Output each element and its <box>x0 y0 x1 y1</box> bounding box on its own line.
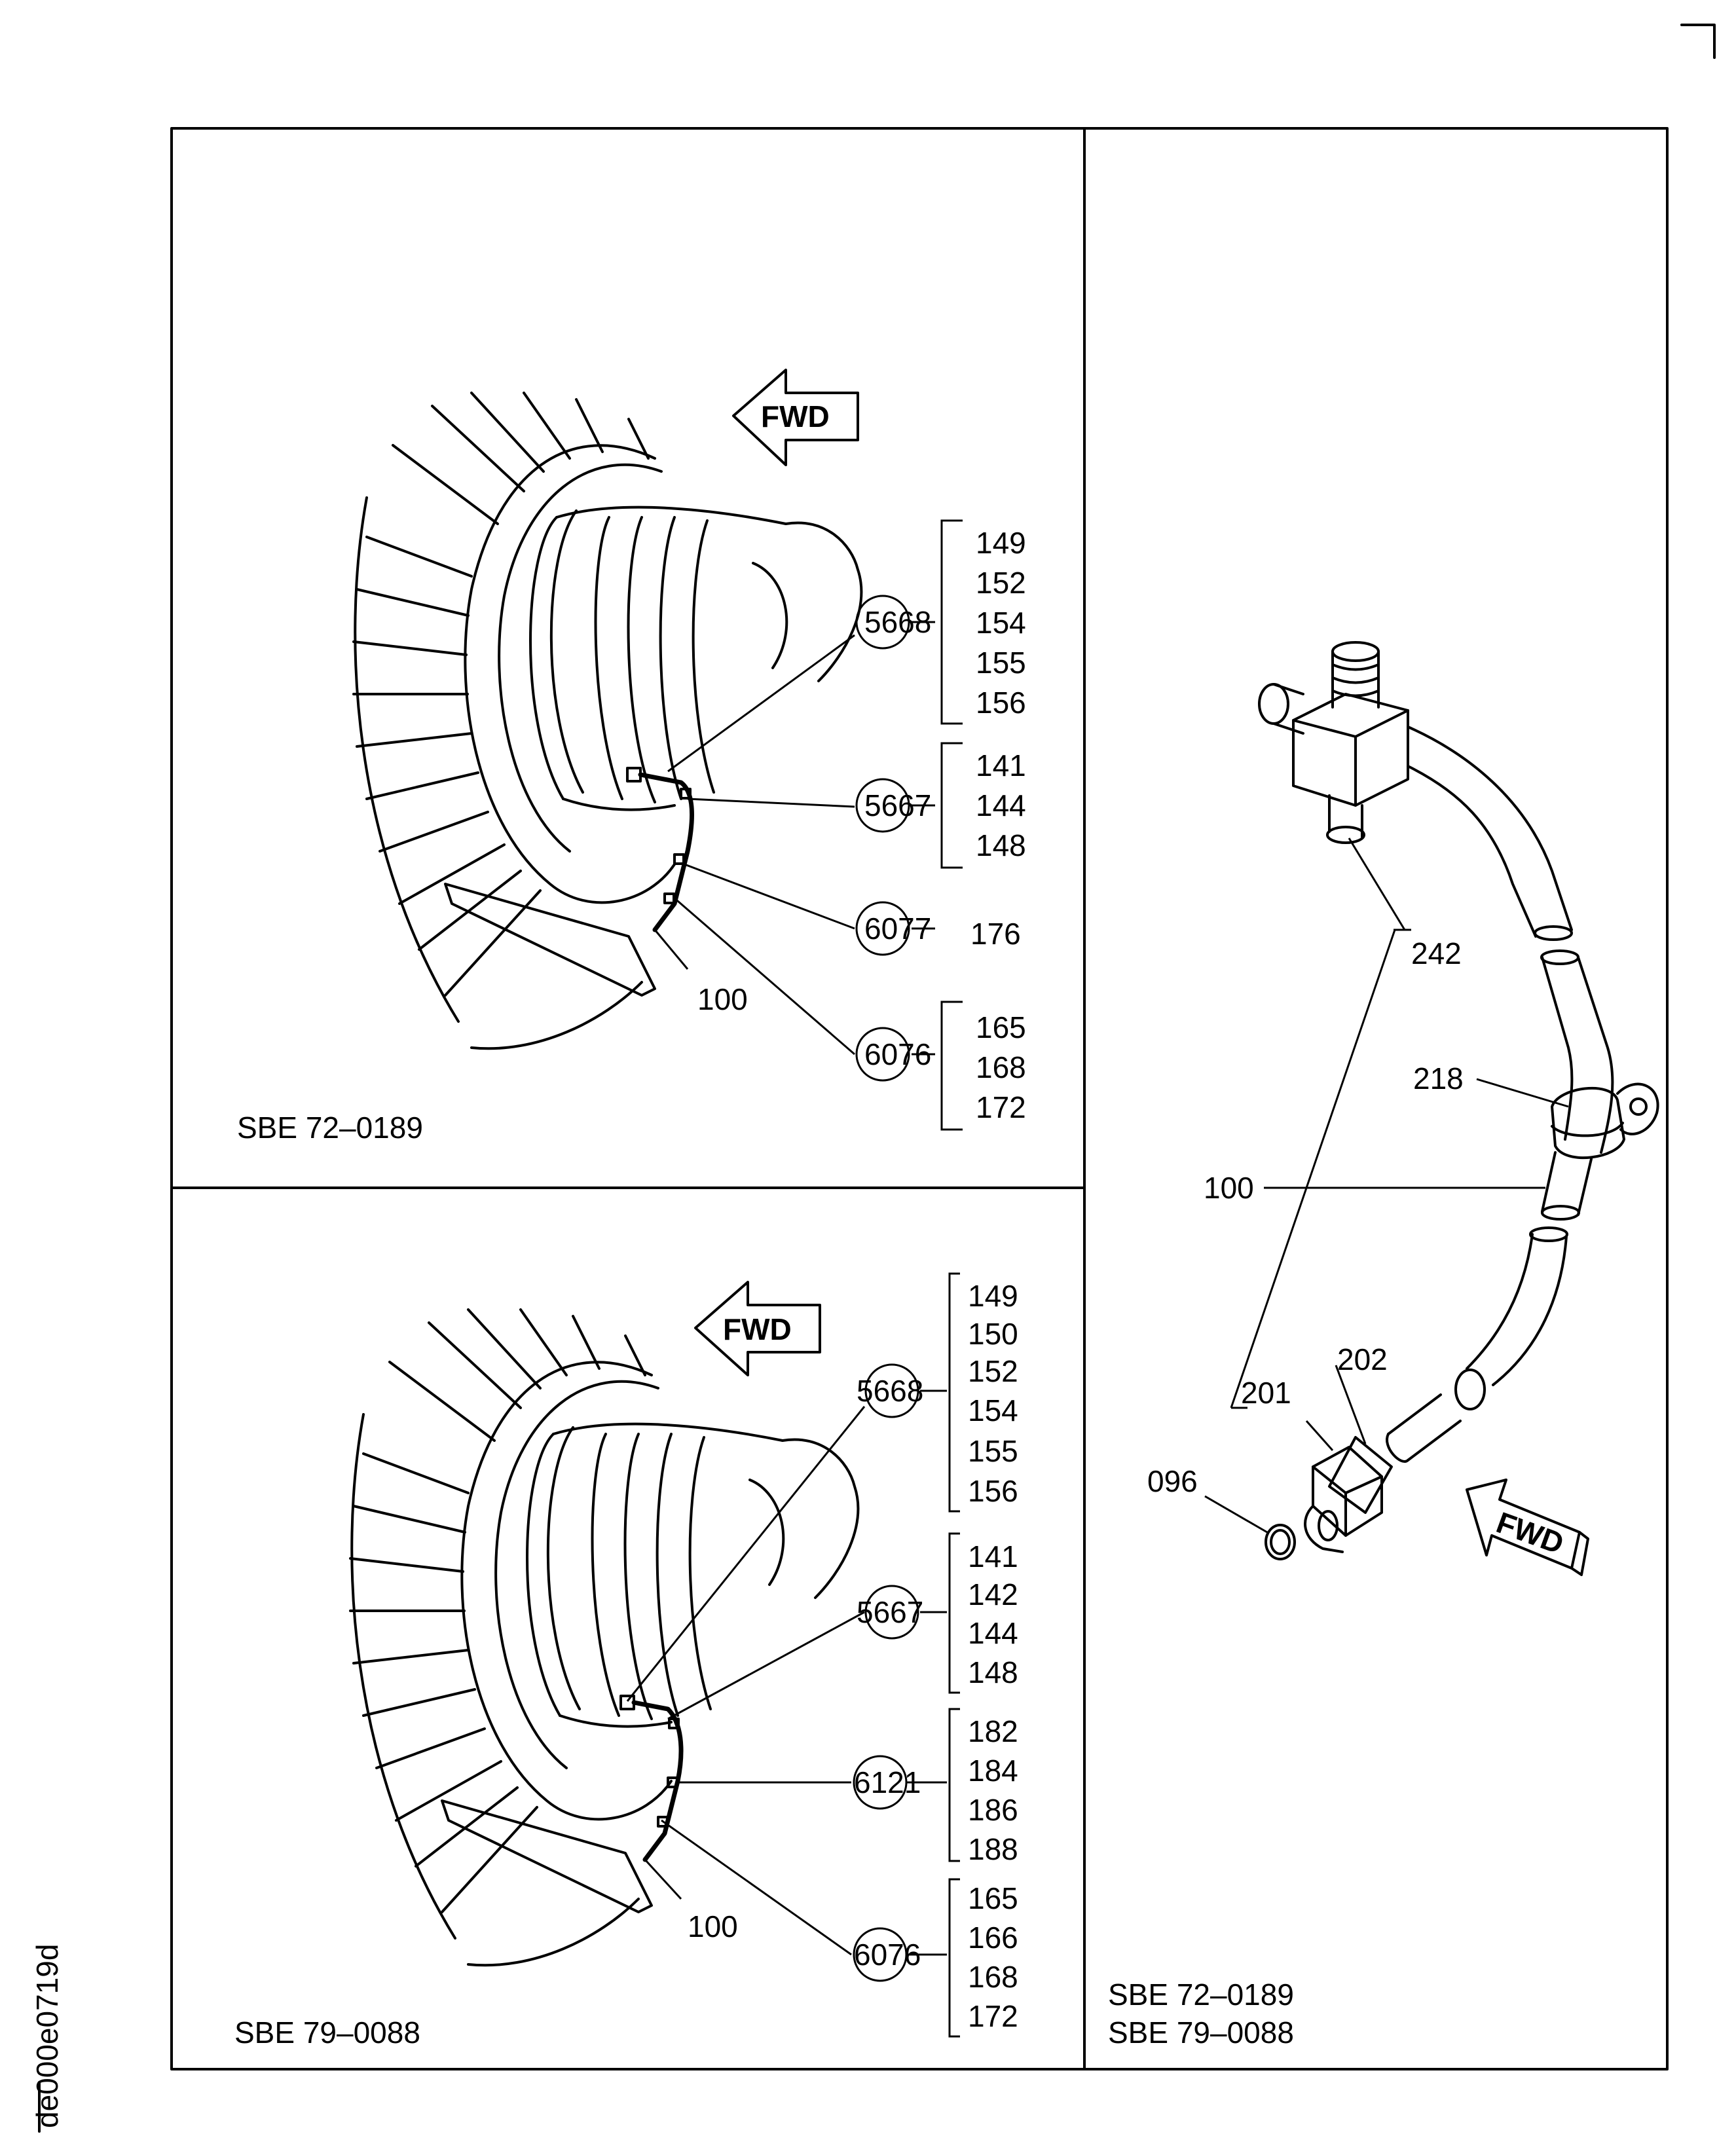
figure-id: de000e0719d <box>30 1944 64 2128</box>
svg-text:148: 148 <box>968 1655 1018 1689</box>
callout-5668-top: 5668 <box>855 595 931 650</box>
engine-drawing-bottom <box>349 1308 860 1967</box>
svg-text:186: 186 <box>968 1793 1018 1827</box>
svg-text:168: 168 <box>968 1960 1018 1994</box>
engine-drawing-top <box>352 392 863 1050</box>
fwd-arrow-bottom: FWD <box>694 1281 821 1376</box>
svg-text:188: 188 <box>968 1832 1018 1866</box>
callout-6077-top: 6077 <box>855 901 931 956</box>
svg-text:5667: 5667 <box>864 788 931 822</box>
parts-5667-bottom: 141 142 144 148 <box>968 1539 1018 1689</box>
item-100-bottom: 100 <box>688 1909 738 1943</box>
svg-text:172: 172 <box>968 1999 1018 2033</box>
svg-text:6076: 6076 <box>854 1938 921 1972</box>
svg-text:152: 152 <box>976 566 1026 600</box>
svg-text:172: 172 <box>976 1090 1026 1124</box>
callout-6076-bottom: 6076 <box>853 1927 921 1982</box>
svg-text:6076: 6076 <box>864 1037 931 1071</box>
panel-top-left: FWD 5668 5667 6077 <box>237 369 1026 1145</box>
leaders-bottom <box>626 1272 960 2038</box>
svg-text:166: 166 <box>968 1921 1018 1955</box>
svg-text:168: 168 <box>976 1050 1026 1084</box>
callout-6121-bottom: 6121 <box>853 1755 921 1810</box>
parts-6076-top: 165 168 172 <box>976 1010 1026 1124</box>
figure-frame <box>38 24 1716 2133</box>
svg-text:152: 152 <box>968 1354 1018 1388</box>
svg-text:149: 149 <box>968 1279 1018 1313</box>
fan-blades-bottom <box>349 1308 646 1913</box>
svg-text:5668: 5668 <box>857 1374 923 1408</box>
svg-text:6121: 6121 <box>854 1765 921 1799</box>
svg-text:154: 154 <box>976 606 1026 640</box>
svg-text:149: 149 <box>976 526 1026 560</box>
label-242: 242 <box>1411 936 1462 970</box>
svg-text:150: 150 <box>968 1317 1018 1351</box>
svg-text:155: 155 <box>976 646 1026 680</box>
svg-text:FWD: FWD <box>723 1312 792 1346</box>
svg-text:148: 148 <box>976 828 1026 862</box>
panel-right: FWD 242 218 100 202 201 096 SBE 72–0189 … <box>1108 641 1659 2050</box>
fan-blades-top <box>352 392 650 997</box>
callout-5667-top: 5667 <box>855 778 931 833</box>
label-201: 201 <box>1241 1376 1291 1410</box>
tube-assembly-drawing <box>1258 641 1659 1560</box>
svg-text:5667: 5667 <box>857 1595 923 1629</box>
parts-6076-bottom: 165 166 168 172 <box>968 1881 1018 2033</box>
svg-text:141: 141 <box>976 748 1026 782</box>
panel-bottom-left: FWD 5668 5667 6121 <box>234 1272 1018 2050</box>
svg-text:165: 165 <box>968 1881 1018 1915</box>
callout-5667-bottom: 5667 <box>857 1585 923 1640</box>
sbe-label-bottom: SBE 79–0088 <box>234 2015 420 2050</box>
svg-text:6077: 6077 <box>864 911 931 946</box>
svg-text:144: 144 <box>968 1616 1018 1650</box>
sbe-label-right-1: SBE 72–0189 <box>1108 1978 1294 2012</box>
svg-text:154: 154 <box>968 1393 1018 1427</box>
svg-text:155: 155 <box>968 1434 1018 1468</box>
svg-text:156: 156 <box>968 1474 1018 1508</box>
svg-text:165: 165 <box>976 1010 1026 1044</box>
label-202: 202 <box>1337 1342 1388 1376</box>
item-100-top: 100 <box>697 982 748 1016</box>
leaders-top <box>654 519 963 1131</box>
svg-text:182: 182 <box>968 1714 1018 1748</box>
sbe-label-right-2: SBE 79–0088 <box>1108 2015 1294 2050</box>
svg-text:5668: 5668 <box>864 605 931 639</box>
label-096: 096 <box>1147 1464 1198 1498</box>
parts-6121-bottom: 182 184 186 188 <box>968 1714 1018 1866</box>
label-218: 218 <box>1413 1061 1464 1095</box>
svg-text:156: 156 <box>976 686 1026 720</box>
callout-6076-top: 6076 <box>855 1027 931 1082</box>
parts-5668-bottom: 149 150 152 154 155 156 <box>968 1279 1018 1508</box>
svg-text:144: 144 <box>976 788 1026 822</box>
svg-text:176: 176 <box>970 917 1021 951</box>
svg-text:141: 141 <box>968 1539 1018 1573</box>
svg-text:184: 184 <box>968 1754 1018 1788</box>
parts-5668-top: 149 152 154 155 156 <box>976 526 1026 720</box>
svg-text:142: 142 <box>968 1577 1018 1611</box>
sbe-label-top: SBE 72–0189 <box>237 1111 423 1145</box>
leaders-right <box>1204 837 1569 1534</box>
label-100: 100 <box>1204 1171 1254 1205</box>
svg-text:FWD: FWD <box>761 399 830 433</box>
parts-6077-top: 176 <box>970 917 1021 951</box>
callout-5668-bottom: 5668 <box>857 1363 923 1418</box>
fwd-arrow-top: FWD <box>732 369 859 466</box>
parts-5667-top: 141 144 148 <box>976 748 1026 862</box>
fwd-arrow-right: FWD <box>1466 1479 1589 1576</box>
